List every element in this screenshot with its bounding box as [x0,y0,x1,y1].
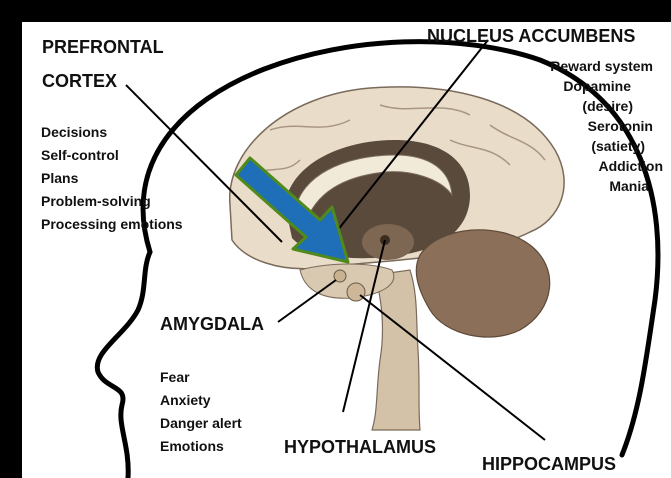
hippocampus-label: HIPPOCAMPUS [482,453,616,475]
accumbens-functions-list: Reward system Dopamine (desire) Serotoni… [550,56,667,196]
brainstem [372,270,420,430]
list-item: Fear [160,366,242,389]
list-item: Anxiety [160,389,242,412]
amygdala-label: AMYGDALA [160,313,264,335]
list-item: Dopamine [550,76,631,96]
face-outline [97,252,150,478]
hippocampus-structure [347,283,365,301]
list-item: Decisions [41,121,183,144]
list-item: Emotions [160,435,242,458]
amygdala-functions-list: Fear Anxiety Danger alert Emotions [160,366,242,458]
prefrontal-cortex-label: PREFRONTAL CORTEX [42,36,164,92]
list-item: Reward system [550,56,653,76]
list-item: (satiety) [550,136,645,156]
list-item: Self-control [41,144,183,167]
prefrontal-label-line-2: CORTEX [42,70,164,92]
cerebellum [416,230,549,337]
list-item: Plans [41,167,183,190]
prefrontal-functions-list: Decisions Self-control Plans Problem-sol… [41,121,183,236]
list-item: Danger alert [160,412,242,435]
nucleus-accumbens-label: NUCLEUS ACCUMBENS [427,25,635,47]
list-item: Processing emotions [41,213,183,236]
list-item: Serotonin [550,116,653,136]
list-item: Problem-solving [41,190,183,213]
prefrontal-label-line-1: PREFRONTAL [42,36,164,58]
amygdala-leader [278,280,336,322]
list-item: Mania [550,176,649,196]
list-item: Addiction [550,156,663,176]
list-item: (desire) [550,96,633,116]
hypothalamus-label: HYPOTHALAMUS [284,436,436,458]
